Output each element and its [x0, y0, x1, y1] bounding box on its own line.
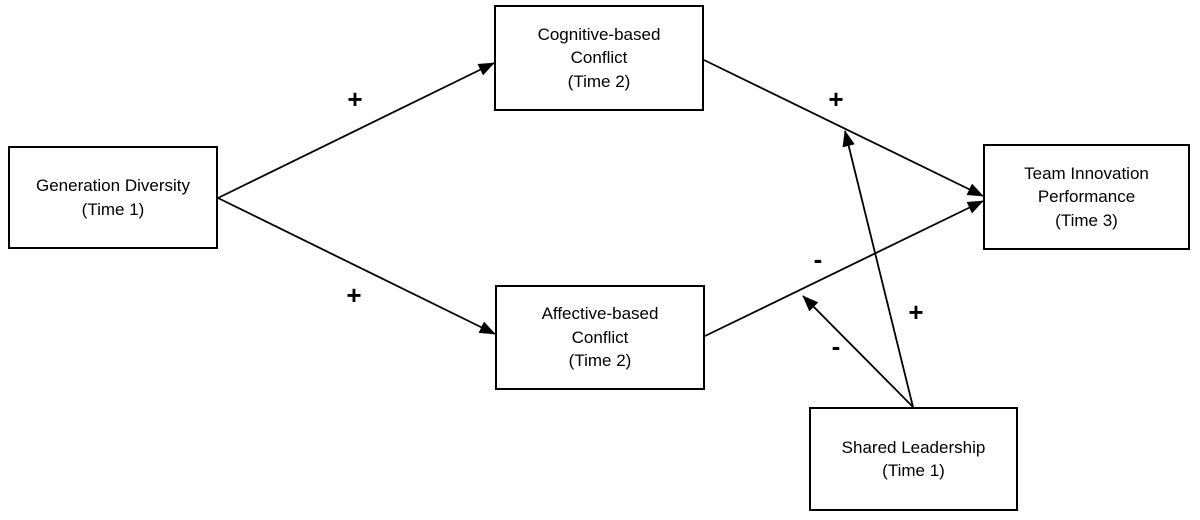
node-label-line: (Time 2)	[567, 71, 631, 91]
node-generation-diversity: Generation Diversity (Time 1)	[8, 146, 218, 249]
edge-sign-label: +	[828, 84, 844, 114]
edge-sign-label: -	[813, 244, 823, 274]
edge-shared-moderates-cognitive-path	[842, 130, 914, 408]
node-label-line: Affective-based	[541, 304, 659, 324]
node-label-line: Team Innovation	[1024, 163, 1149, 183]
edge-sign-label: +	[346, 280, 362, 310]
node-label-line: Conflict	[570, 48, 628, 68]
node-affective-based-conflict: Affective-based Conflict (Time 2)	[495, 285, 705, 390]
edge-generation-to-affective	[217, 197, 496, 335]
edge-sign-label: +	[908, 297, 924, 327]
node-label-line: Performance	[1037, 187, 1136, 207]
node-label-line: Generation Diversity	[35, 176, 190, 196]
edge-sign-label: +	[347, 84, 363, 114]
node-label-line: Cognitive-based	[537, 24, 661, 44]
node-label-line: (Time 3)	[1055, 210, 1118, 230]
edge-shared-moderates-affective-path	[802, 295, 914, 408]
node-label-line: Shared Leadership	[841, 437, 986, 457]
edge-sign-label: -	[831, 331, 841, 361]
node-label-line: Conflict	[571, 327, 629, 347]
node-label-line: (Time 1)	[81, 199, 145, 219]
node-team-innovation-performance: Team Innovation Performance (Time 3)	[983, 144, 1190, 250]
node-cognitive-based-conflict: Cognitive-based Conflict (Time 2)	[494, 5, 704, 111]
edge-cognitive-to-team	[703, 59, 984, 197]
edge-affective-to-team	[704, 200, 984, 337]
edge-generation-to-cognitive	[217, 62, 495, 199]
node-shared-leadership: Shared Leadership (Time 1)	[809, 407, 1018, 511]
node-label-line: (Time 1)	[882, 461, 945, 480]
node-label-line: (Time 2)	[568, 351, 632, 371]
